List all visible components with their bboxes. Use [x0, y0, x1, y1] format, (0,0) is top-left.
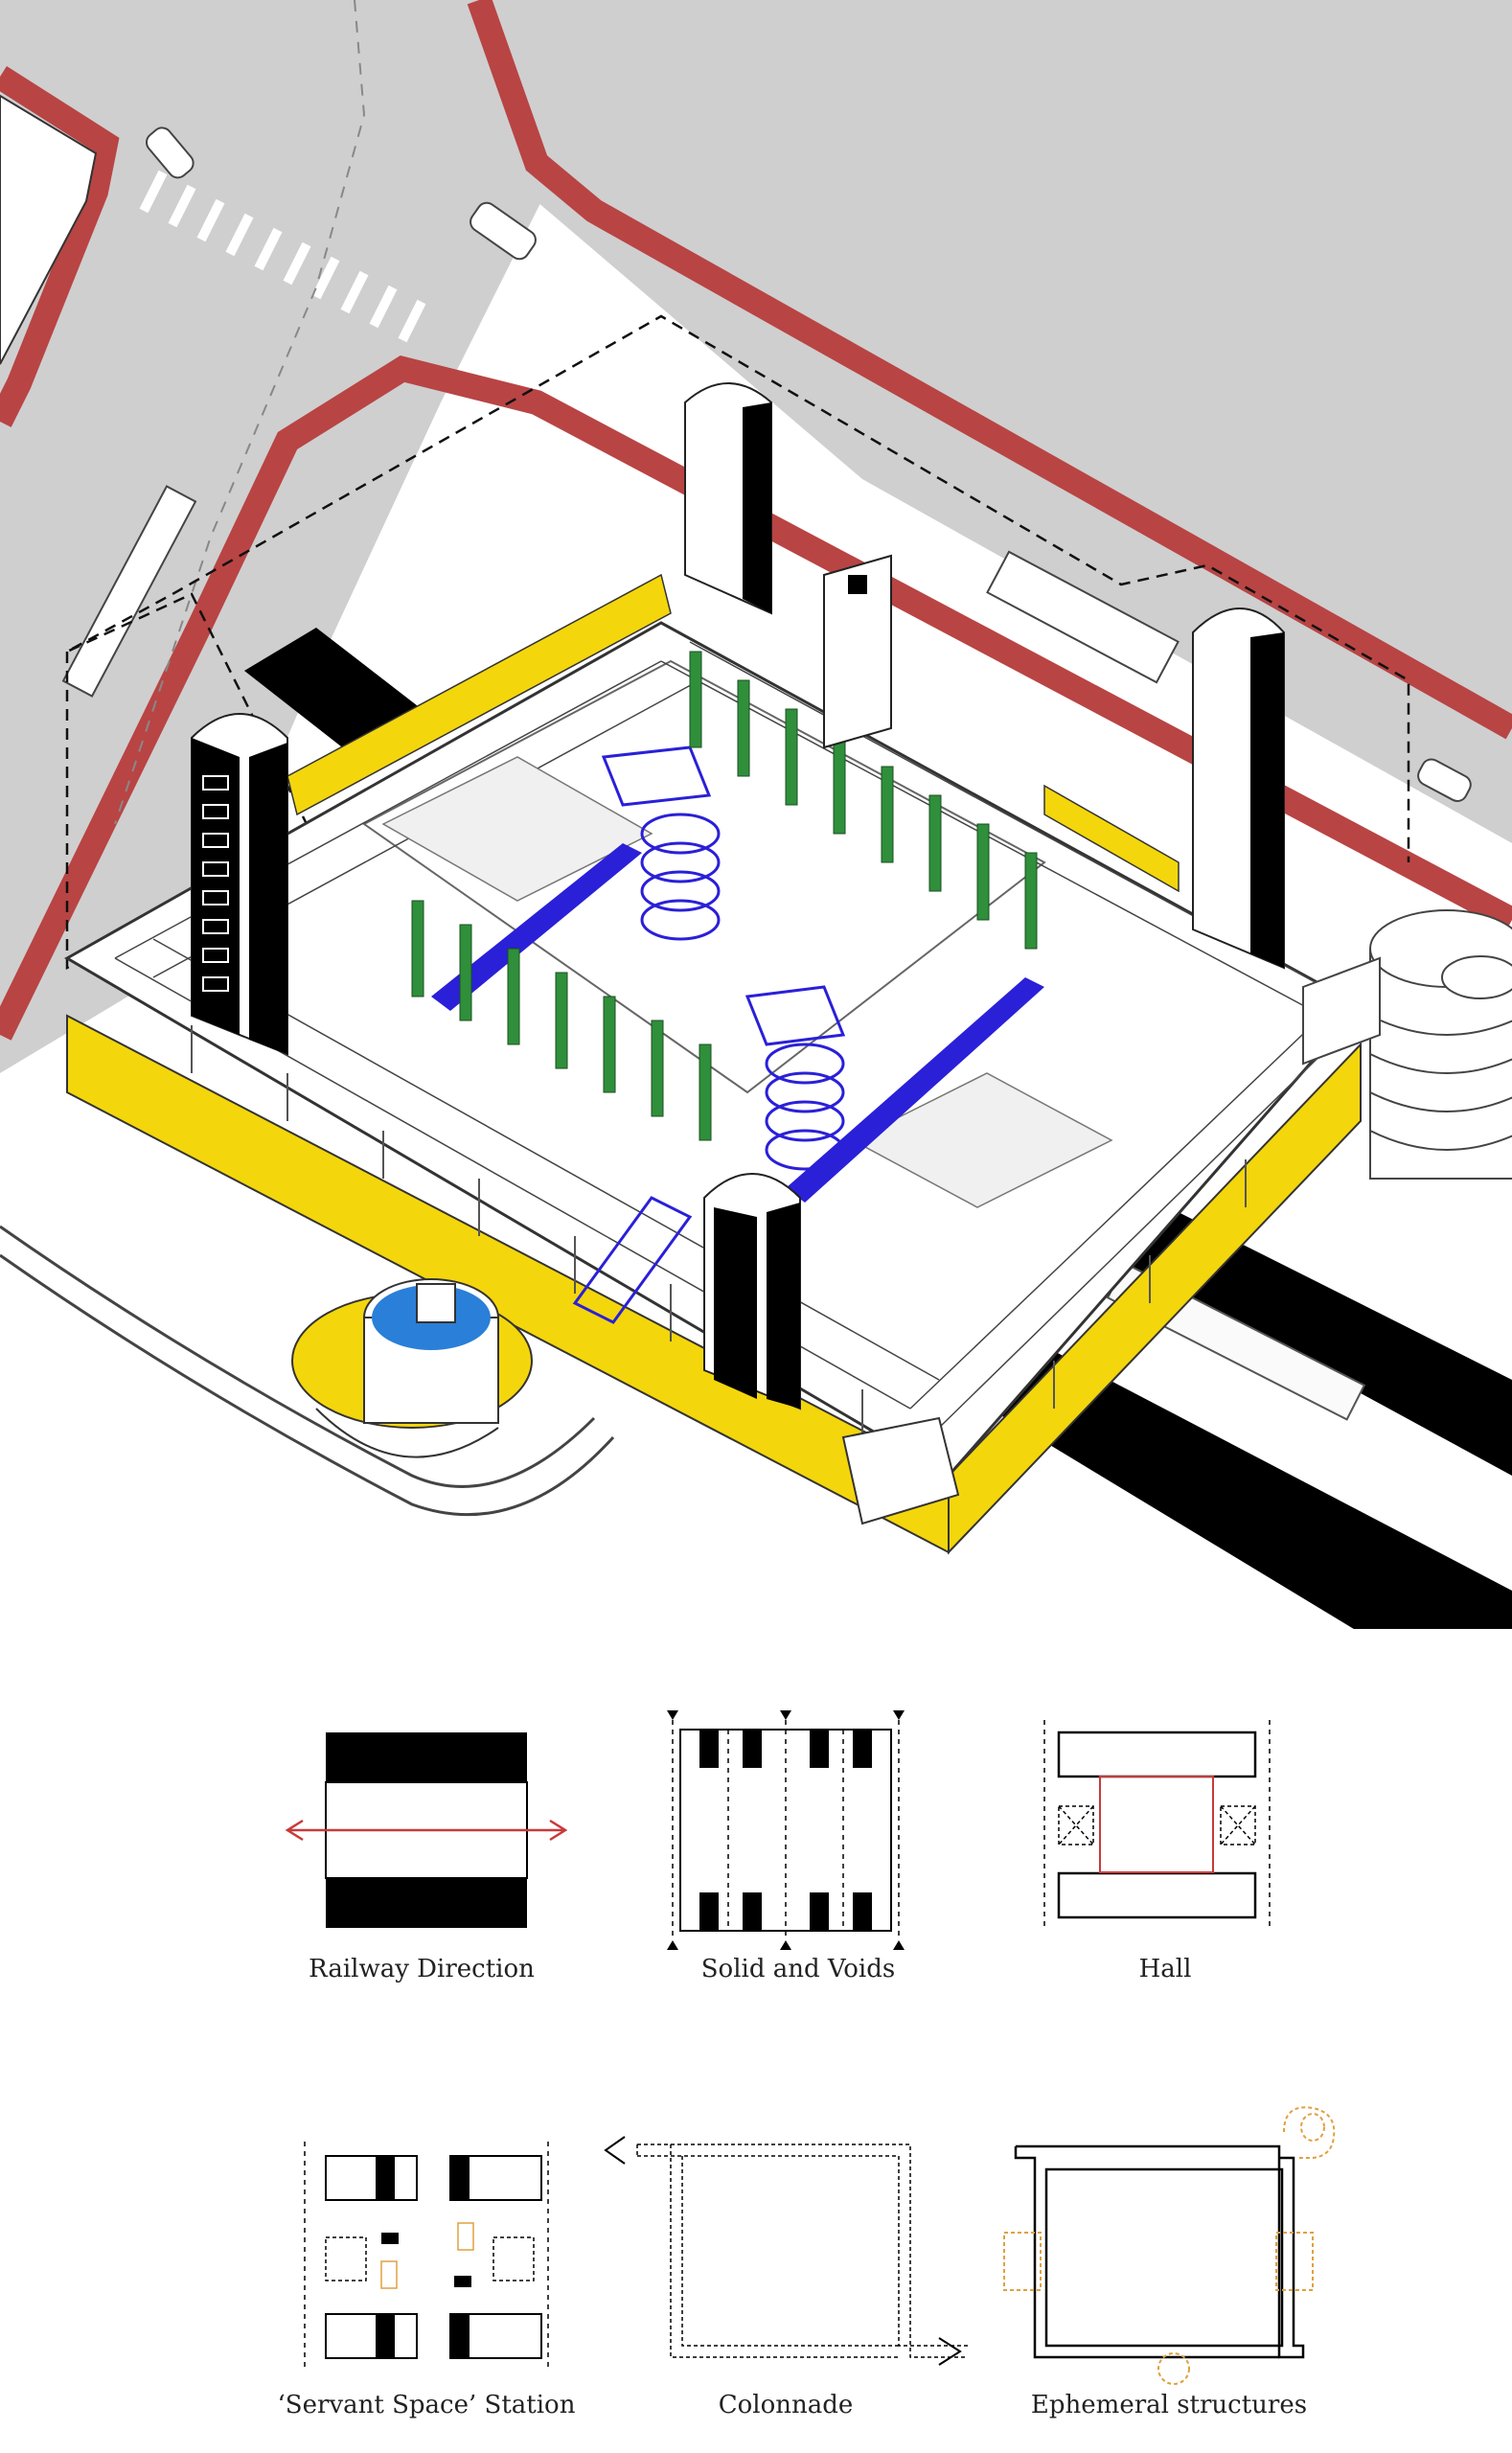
tower-east	[1192, 608, 1285, 970]
hall-cross-left	[1058, 1805, 1094, 1845]
hall-void	[1099, 1776, 1214, 1873]
hall-grid-right	[851, 1072, 1113, 1208]
arrow-head-left	[285, 1819, 304, 1842]
hall-cross-right	[1220, 1805, 1256, 1845]
green-column	[411, 900, 424, 997]
track-lower	[958, 1351, 1512, 1629]
solid-voids-diagram	[667, 1710, 905, 1950]
car	[470, 201, 537, 261]
rail-band-bottom	[326, 1878, 527, 1928]
green-column	[737, 679, 750, 777]
curb-upper	[467, 0, 1512, 740]
caption-servant-space: ‘Servant Space’ Station	[277, 2391, 576, 2419]
servant-outer-dashes	[304, 2142, 549, 2372]
hall-block-bottom	[1057, 1871, 1257, 1919]
green-columns	[411, 651, 1038, 1141]
green-column	[928, 794, 942, 892]
colonnade-path	[636, 2144, 968, 2358]
car	[1417, 758, 1472, 802]
tram	[61, 485, 197, 698]
yellow-side-wall	[1043, 784, 1180, 893]
green-column	[651, 1020, 664, 1117]
blue-elements	[431, 745, 1044, 1324]
green-column	[785, 708, 798, 806]
axonometric-drawing	[0, 0, 1512, 1629]
ephemeral-pods	[1003, 2106, 1336, 2385]
hall-grid-left	[381, 756, 653, 902]
car	[146, 126, 195, 179]
green-column	[1024, 852, 1038, 950]
colonnade-diagram	[604, 2136, 968, 2366]
green-column	[603, 996, 616, 1093]
hall-block-top	[1057, 1731, 1257, 1778]
front-ramp	[841, 1416, 960, 1525]
railway-direction-diagram	[285, 1732, 568, 1928]
caption-railway-direction: Railway Direction	[309, 1955, 535, 1983]
green-column	[507, 948, 520, 1045]
service-core	[823, 554, 892, 749]
servant-dashed-rooms	[325, 2236, 535, 2281]
yellow-band-right	[948, 1042, 1362, 1555]
servant-ephemeral	[380, 2222, 474, 2289]
round-stack	[1302, 909, 1512, 1180]
yellow-back-wall	[286, 573, 672, 816]
caption-solid-voids: Solid and Voids	[700, 1955, 896, 1983]
blue-walkway-right	[786, 977, 1044, 1203]
rail-band-top	[326, 1732, 527, 1782]
bus	[986, 550, 1180, 684]
green-column	[689, 651, 702, 748]
round-pavilion	[0, 1225, 615, 1517]
hall-grids	[381, 756, 1113, 1208]
caption-colonnade: Colonnade	[718, 2391, 854, 2419]
tower-west	[191, 713, 288, 1056]
block-topleft	[0, 94, 98, 365]
green-column	[699, 1043, 712, 1141]
tower-north	[684, 382, 772, 615]
green-column	[976, 823, 990, 921]
green-column	[833, 737, 846, 835]
blue-walkway-left	[431, 843, 642, 1011]
blue-spiral-stair-upper	[601, 745, 721, 941]
curb-left	[0, 66, 120, 427]
colonnade-arrow-out	[938, 2337, 962, 2366]
hall-diagram	[1043, 1720, 1271, 1931]
caption-hall: Hall	[1138, 1955, 1192, 1983]
servant-space-diagram	[304, 2142, 549, 2372]
tower-south	[703, 1173, 801, 1410]
towers	[191, 382, 1285, 1410]
ephemeral-frame	[1014, 2144, 1305, 2359]
servant-blocks	[325, 2155, 542, 2359]
blue-stair-front	[572, 1196, 693, 1324]
ephemeral-diagram	[1003, 2106, 1336, 2385]
green-column	[555, 972, 568, 1069]
solids-top	[699, 1730, 872, 1931]
zebra-crossing	[139, 170, 426, 343]
solids-dashed-axes	[672, 1720, 900, 1940]
hall-dashed-edges	[1043, 1720, 1271, 1931]
servant-solids	[376, 2156, 471, 2358]
caption-ephemeral: Ephemeral structures	[1030, 2391, 1308, 2419]
colonnade-arrow-in	[604, 2136, 626, 2165]
green-column	[881, 766, 894, 863]
track-left-entry	[244, 628, 422, 757]
arrow-head-right	[549, 1819, 568, 1842]
green-column	[459, 924, 472, 1021]
solids-markers	[667, 1710, 905, 1950]
blue-spiral-stair-lower	[745, 985, 846, 1171]
station-deck	[63, 573, 1363, 1555]
